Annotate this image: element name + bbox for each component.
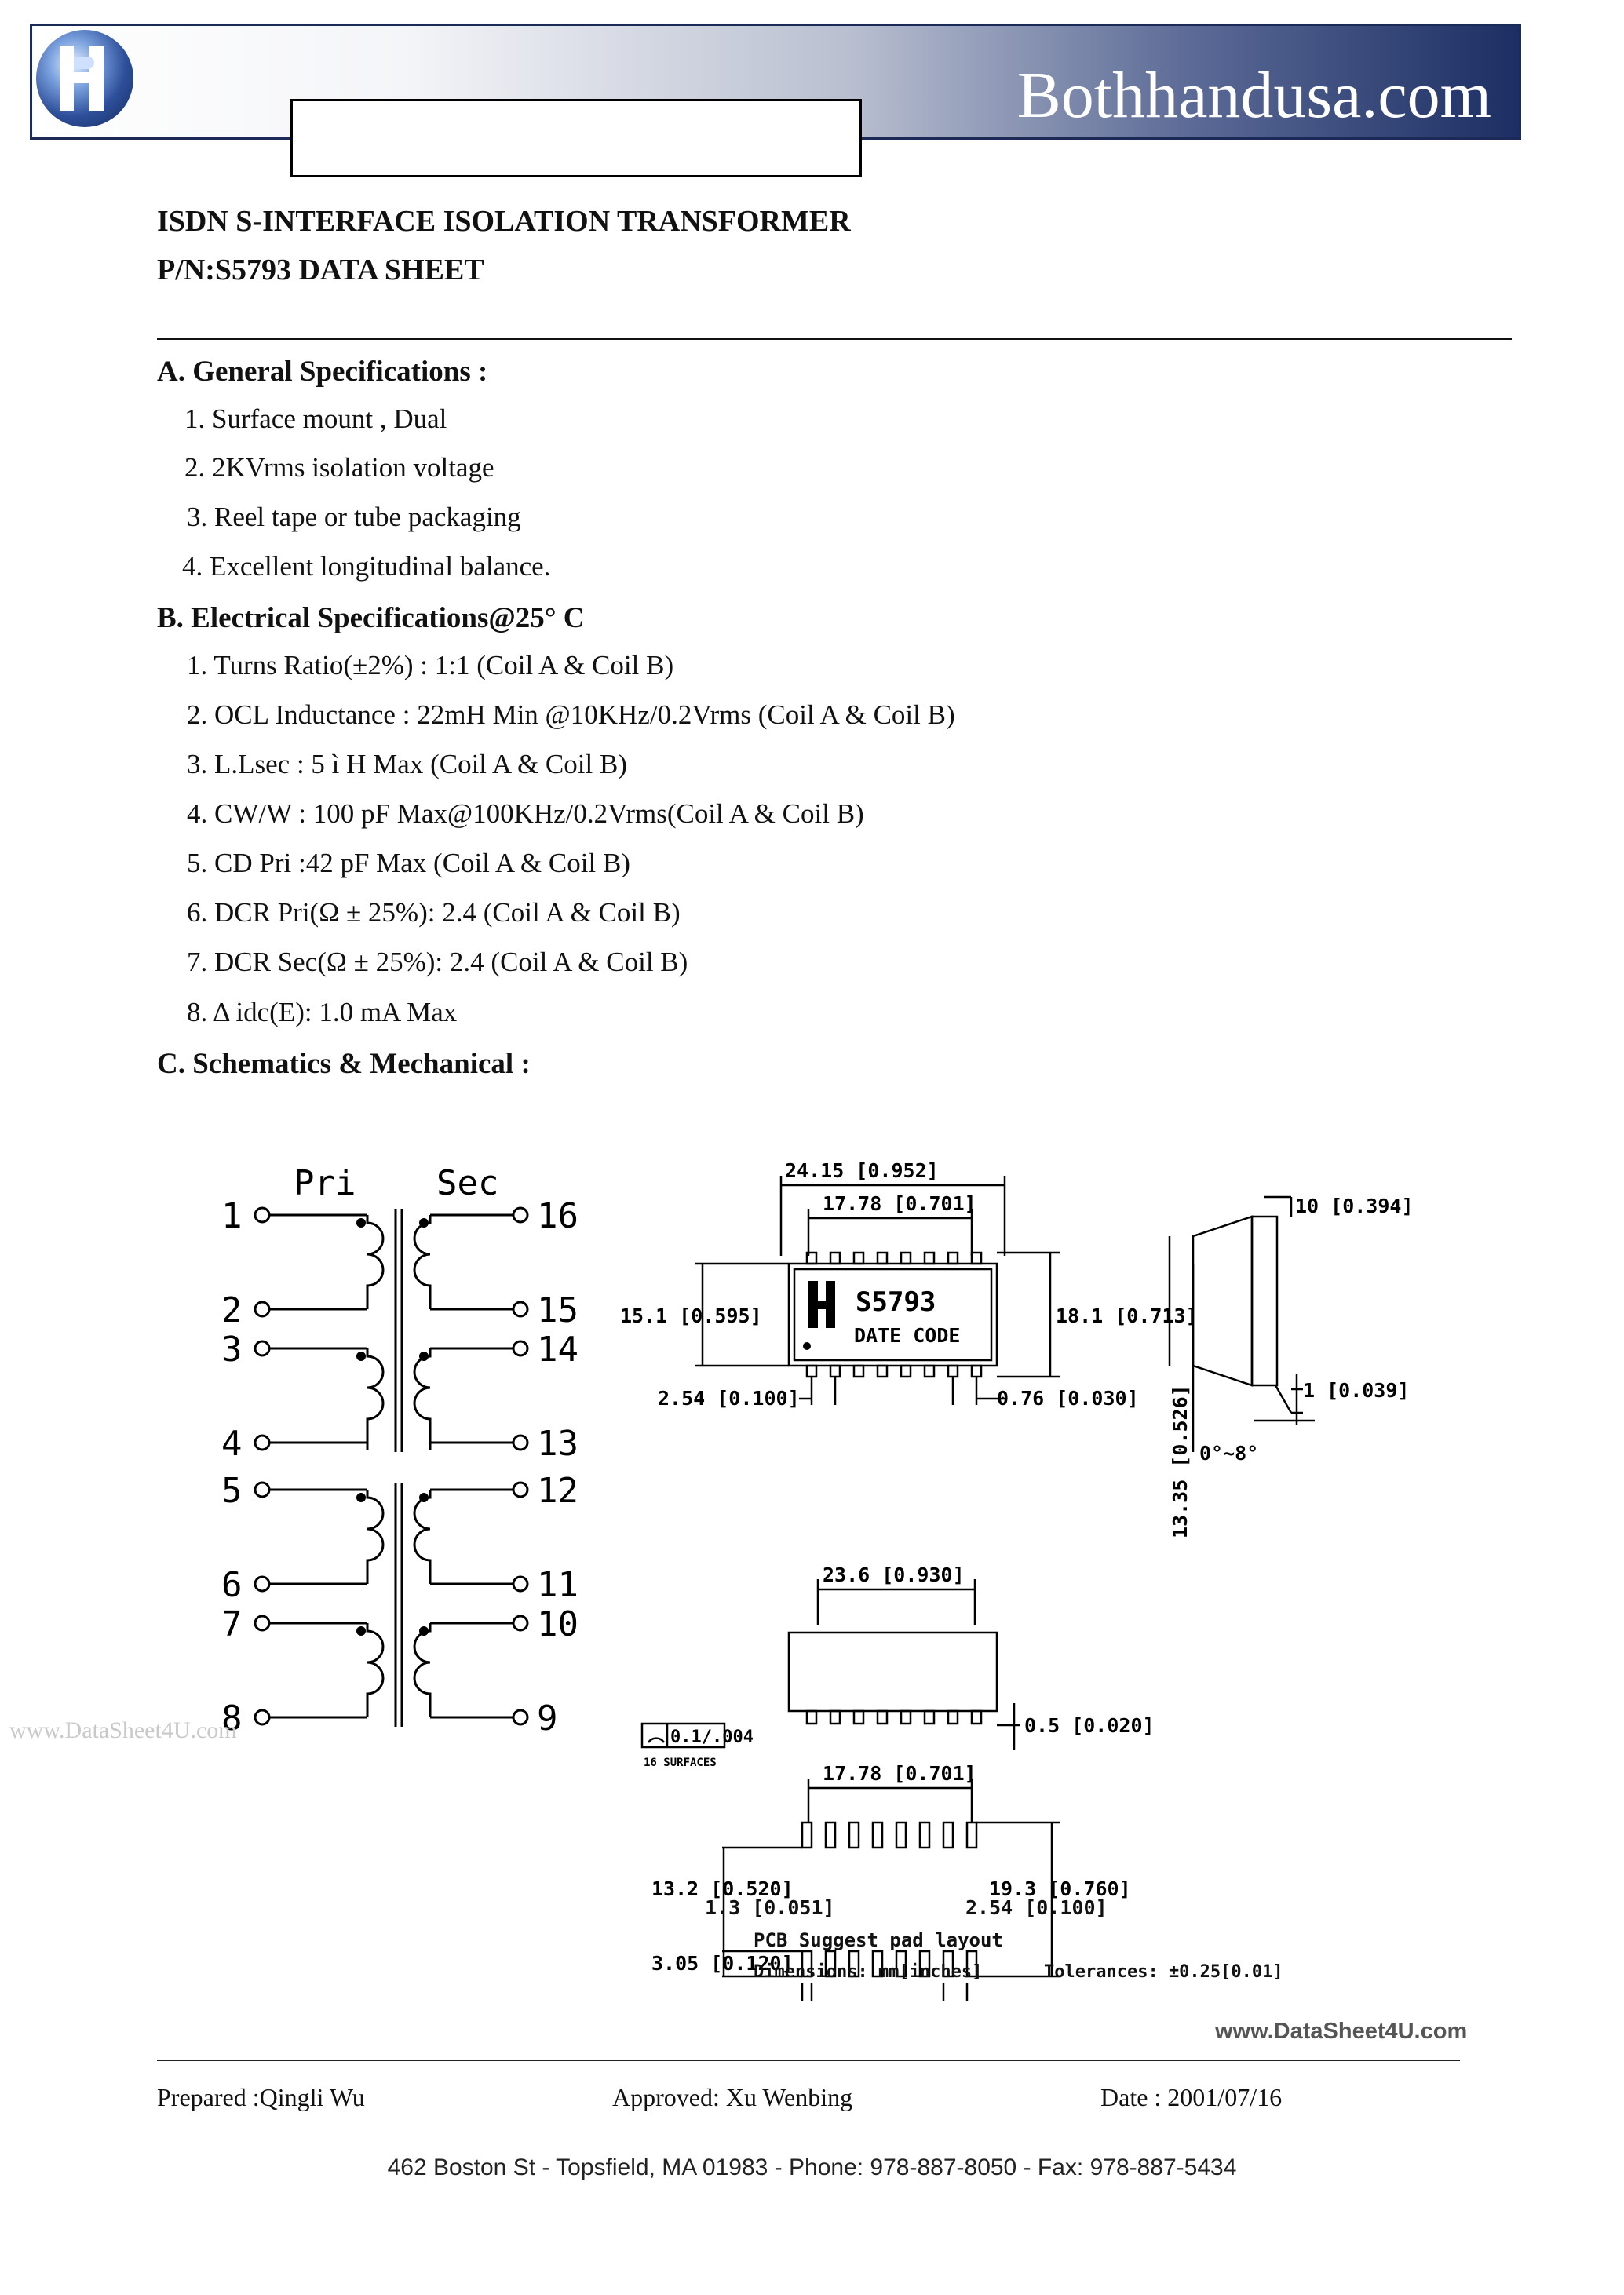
pin-label: 5 bbox=[221, 1471, 243, 1511]
flatness-note: 16 SURFACES bbox=[644, 1757, 717, 1769]
document-date: Date : 2001/07/16 bbox=[1100, 2083, 1283, 2111]
dim-pad-length: 3.05 [0.120] bbox=[651, 1952, 794, 1975]
dim-inner: 13.2 [0.520] bbox=[651, 1877, 794, 1900]
dim-standoff: 1 [0.039] bbox=[1303, 1379, 1409, 1402]
watermark-link[interactable]: www.DataSheet4U.com bbox=[1215, 2019, 1468, 2044]
tolerances-note: Tolerances: ±0.25[0.01] bbox=[1044, 1962, 1283, 1982]
spec-a-item: 4. Excellent longitudinal balance. bbox=[182, 551, 551, 582]
dim-lead-thickness: 0.5 [0.020] bbox=[1024, 1714, 1155, 1737]
pin-label: 12 bbox=[537, 1471, 578, 1511]
pin-label: 2 bbox=[221, 1290, 243, 1330]
transformer-schematic: Pri Sec 1 2 3 4 5 6 7 8 16 15 14 13 12 1… bbox=[221, 1163, 578, 1739]
pin-label: 7 bbox=[221, 1604, 243, 1644]
dimensions-note: Dimensions: mm[inches] bbox=[754, 1962, 983, 1982]
dim-pad-pitch: 2.54 [0.100] bbox=[965, 1896, 1108, 1919]
spec-a-item: 3. Reel tape or tube packaging bbox=[187, 502, 521, 532]
primary-label: Pri bbox=[294, 1163, 356, 1203]
spec-b-item: 6. DCR Pri(Ω ± 25%): 2.4 (Coil A & Coil … bbox=[187, 897, 681, 928]
pin-label: 15 bbox=[537, 1290, 578, 1330]
spec-b-item: 7. DCR Sec(Ω ± 25%): 2.4 (Coil A & Coil … bbox=[187, 947, 688, 977]
pin-label: 13 bbox=[537, 1424, 578, 1464]
dim-overall-length: 24.15 [0.952] bbox=[785, 1159, 939, 1182]
dim-pin-span: 17.78 [0.701] bbox=[823, 1192, 976, 1215]
flatness-value: 0.1/.004 bbox=[670, 1728, 754, 1747]
document-title: ISDN S-INTERFACE ISOLATION TRANSFORMER bbox=[157, 205, 851, 238]
pin-label: 14 bbox=[537, 1330, 578, 1370]
dim-outer: 19.3 [0.760] bbox=[989, 1877, 1131, 1900]
brand-name: Bothhandusa.com bbox=[1016, 59, 1491, 132]
document-subtitle: P/N:S5793 DATA SHEET bbox=[157, 254, 484, 286]
dim-angle: 0°~8° bbox=[1199, 1442, 1258, 1465]
dim-body-width: 15.1 [0.595] bbox=[620, 1304, 762, 1327]
spec-b-item: 8. Δ idc(E): 1.0 mA Max bbox=[187, 997, 458, 1027]
dim-pad-width: 1.3 [0.051] bbox=[705, 1896, 835, 1919]
dim-body-length: 23.6 [0.930] bbox=[823, 1563, 965, 1586]
dim-pitch: 2.54 [0.100] bbox=[658, 1387, 800, 1410]
spec-b-item: 1. Turns Ratio(±2%) : 1:1 (Coil A & Coil… bbox=[187, 650, 674, 680]
pin-label: 10 bbox=[537, 1604, 578, 1644]
spec-b-item: 3. L.Lsec : 5 ì H Max (Coil A & Coil B) bbox=[187, 749, 627, 779]
part-number-box bbox=[290, 99, 862, 177]
logo-h-mark bbox=[60, 46, 104, 111]
pin-label: 3 bbox=[221, 1330, 243, 1370]
approved-by: Approved: Xu Wenbing bbox=[612, 2083, 853, 2111]
divider bbox=[157, 338, 1512, 340]
pcb-caption: PCB Suggest pad layout bbox=[754, 1929, 1003, 1951]
pin-label: 8 bbox=[221, 1698, 243, 1739]
date-code: DATE CODE bbox=[854, 1324, 960, 1347]
dim-height: 10 [0.394] bbox=[1295, 1195, 1414, 1217]
dim-lead-width: 0.76 [0.030] bbox=[997, 1387, 1139, 1410]
dim-side-height: 13.35 [0.526] bbox=[1169, 1385, 1192, 1538]
section-b-heading: B. Electrical Specifications@25° C bbox=[157, 602, 585, 634]
pin-label: 4 bbox=[221, 1424, 243, 1464]
section-c-heading: C. Schematics & Mechanical : bbox=[157, 1048, 531, 1080]
pin-label: 9 bbox=[537, 1698, 558, 1739]
section-a-heading: A. General Specifications : bbox=[157, 356, 488, 388]
dim-pad-span: 17.78 [0.701] bbox=[823, 1762, 976, 1785]
pin-label: 1 bbox=[221, 1196, 243, 1236]
footer-divider bbox=[157, 2060, 1460, 2061]
mechanical-drawing: 24.15 [0.952] 17.78 [0.701] 15.1 [0.595]… bbox=[620, 1159, 1414, 2001]
spec-a-item: 1. Surface mount , Dual bbox=[184, 403, 447, 434]
secondary-label: Sec bbox=[436, 1163, 498, 1203]
watermark: www.DataSheet4U.com bbox=[9, 1717, 237, 1743]
spec-a-item: 2. 2KVrms isolation voltage bbox=[184, 452, 494, 483]
spec-b-item: 2. OCL Inductance : 22mH Min @10KHz/0.2V… bbox=[187, 699, 955, 730]
pin-label: 16 bbox=[537, 1196, 578, 1236]
company-address: 462 Boston St - Topsfield, MA 01983 - Ph… bbox=[387, 2155, 1237, 2180]
prepared-by: Prepared :Qingli Wu bbox=[157, 2083, 365, 2111]
spec-b-item: 4. CW/W : 100 pF Max@100KHz/0.2Vrms(Coil… bbox=[187, 798, 864, 829]
spec-b-item: 5. CD Pri :42 pF Max (Coil A & Coil B) bbox=[187, 848, 630, 878]
part-marking: S5793 bbox=[856, 1286, 936, 1318]
pin-label: 6 bbox=[221, 1565, 243, 1605]
pin-label: 11 bbox=[537, 1565, 578, 1605]
dim-overall-width: 18.1 [0.713] bbox=[1056, 1304, 1198, 1327]
